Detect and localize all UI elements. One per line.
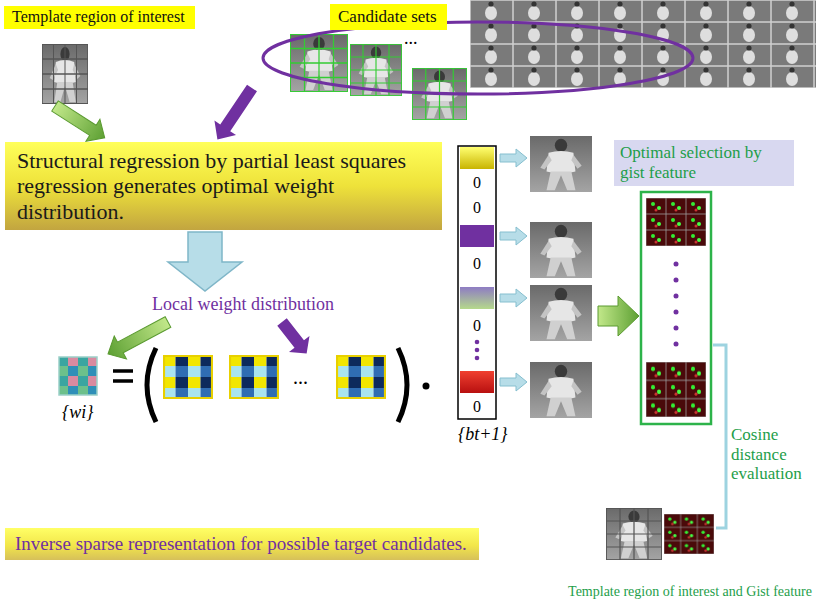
candidate-ellipse	[263, 22, 693, 94]
section-label: Local weight distribution	[152, 294, 334, 315]
gist-frame	[641, 192, 711, 424]
math-label: {wi}	[62, 402, 93, 423]
title-box: Template region of interest	[4, 6, 195, 29]
purple-arrow	[207, 81, 263, 147]
vector-dots	[475, 348, 480, 353]
note-box: Optimal selection by gist feature	[614, 140, 794, 186]
gist-dots	[674, 342, 679, 347]
small-arrow	[500, 149, 527, 167]
local-matrix	[337, 356, 385, 398]
cosine-bracket	[713, 345, 726, 528]
weight-matrix	[59, 357, 97, 395]
small-arrow	[500, 227, 527, 245]
box-text: Optimal selection by gist feature	[620, 143, 788, 182]
small-arrow	[500, 289, 527, 307]
template-grid	[606, 508, 662, 560]
green-arrow	[48, 95, 112, 149]
ellipsis: ...	[293, 366, 308, 389]
vector-zero: 0	[473, 199, 481, 217]
vector-dots	[475, 356, 480, 361]
vector-zero: 0	[473, 317, 481, 335]
caption-label: Template region of interest and Gist fea…	[568, 584, 812, 600]
selected-candidate	[530, 222, 592, 278]
purple-arrow	[272, 314, 317, 362]
equals-sign	[113, 371, 133, 381]
template-image	[42, 44, 88, 104]
vector-zero: 0	[473, 255, 481, 273]
box-text: Candidate sets	[338, 7, 439, 27]
box-text: Template region of interest	[12, 8, 187, 26]
local-matrix	[230, 356, 278, 398]
sparse-vector	[458, 146, 496, 419]
gist-dots	[674, 310, 679, 315]
gist-feature	[664, 514, 714, 554]
gist-dots	[674, 326, 679, 331]
vector-zero: 0	[473, 398, 481, 416]
template-image	[606, 508, 662, 560]
template-grid	[42, 44, 88, 104]
vector-dots	[475, 340, 480, 345]
vector-cell	[460, 225, 494, 247]
gist-feature	[646, 362, 706, 417]
note-label: Cosine distance evaluation	[731, 425, 811, 484]
right-bracket	[398, 348, 407, 422]
box-text: Inverse sparse representation for possib…	[15, 533, 469, 555]
local-matrix	[164, 356, 212, 398]
callout-box: Candidate sets	[330, 4, 447, 30]
process-box: Structural regression by partial least s…	[5, 142, 442, 230]
math-label: {bt+1}	[458, 424, 508, 445]
gist-dots	[674, 262, 679, 267]
down-arrow	[168, 232, 242, 291]
banner-box: Inverse sparse representation for possib…	[5, 528, 479, 560]
gist-feature	[646, 198, 706, 246]
gist-dots	[674, 278, 679, 283]
vector-cell	[460, 147, 494, 169]
selected-candidate	[530, 362, 592, 418]
product-dot	[423, 383, 430, 390]
ellipsis: ...	[404, 28, 418, 49]
vector-cell	[460, 371, 494, 393]
vector-zero: 0	[473, 174, 481, 192]
selected-candidate	[530, 136, 592, 192]
box-text: Structural regression by partial least s…	[17, 148, 430, 224]
green-arrow	[598, 296, 639, 336]
selected-candidate	[530, 285, 592, 341]
left-bracket	[147, 348, 156, 422]
candidate-tiles	[470, 0, 816, 88]
small-arrow	[500, 373, 527, 391]
vector-cell	[460, 287, 494, 309]
gist-dots	[674, 294, 679, 299]
